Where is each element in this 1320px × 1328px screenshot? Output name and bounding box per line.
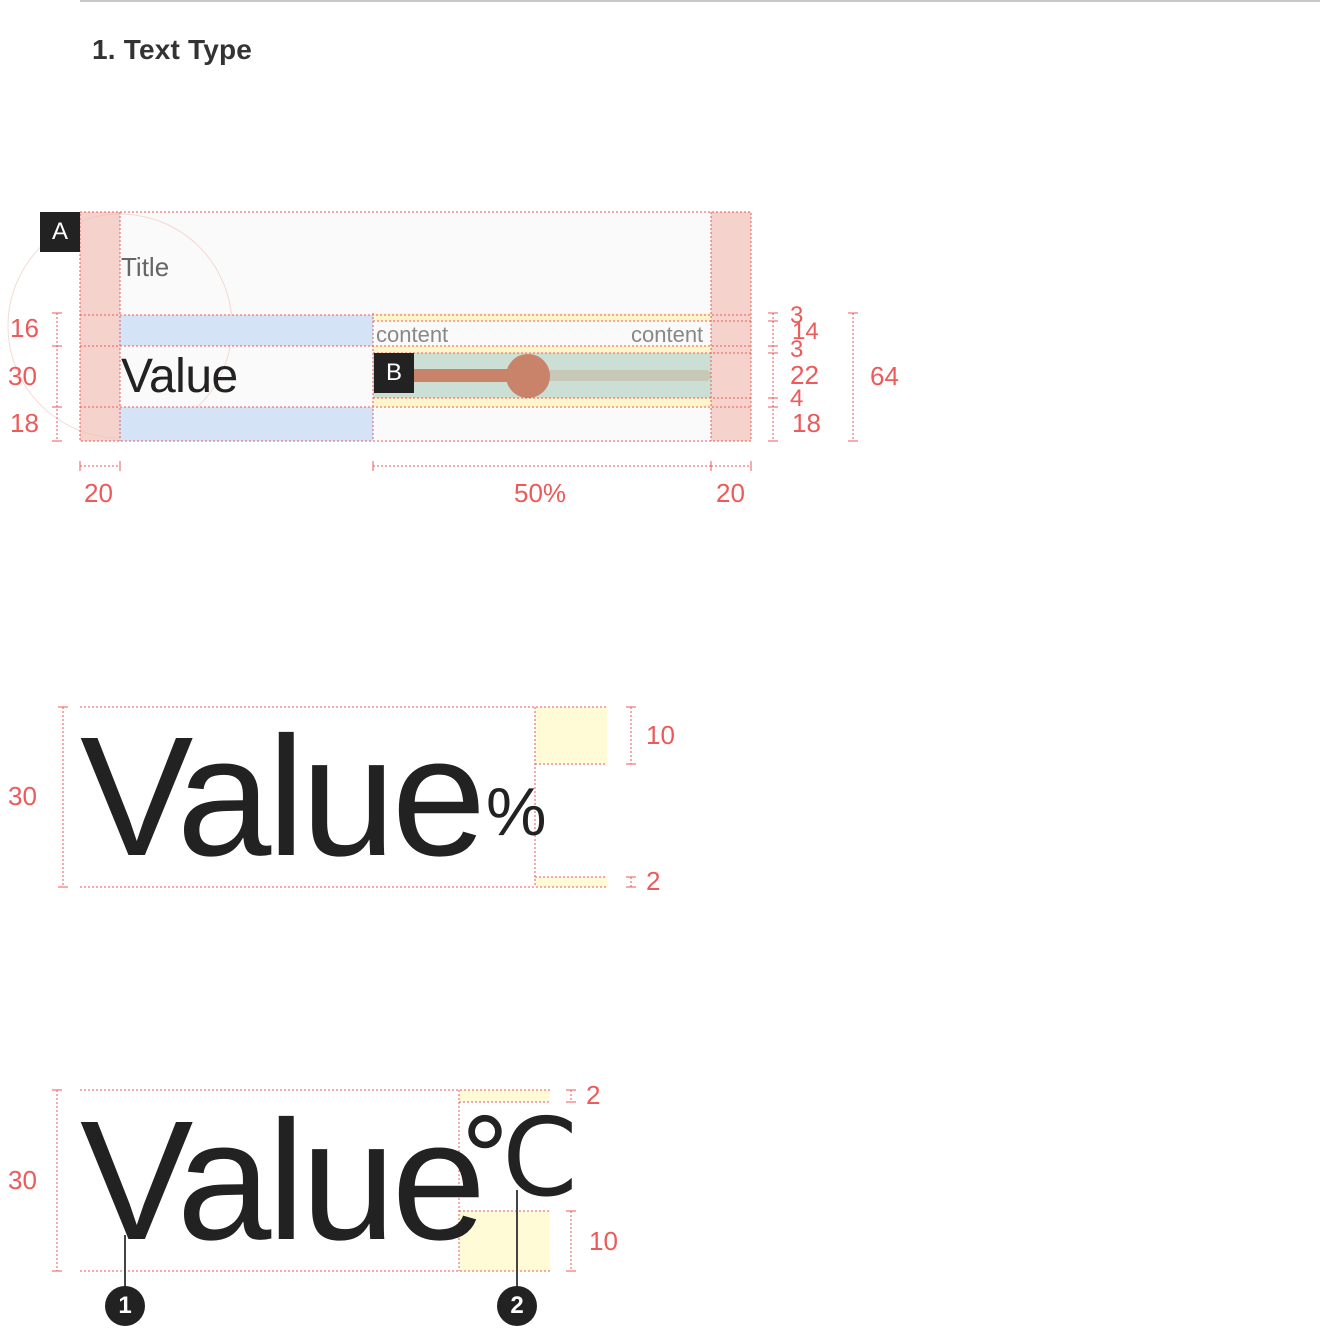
callout-2: 2 [497,1286,537,1326]
celsius-value: Value [80,1086,486,1276]
dim-right-1: 3 [790,302,804,329]
percent-bottom-gap [535,877,607,887]
celsius-dim-bottom: 10 [589,1226,618,1256]
value-top-padding [120,315,373,346]
section-heading: 1. Text Type [92,34,253,65]
slider-top-gap [373,346,711,353]
left-margin-zone [80,212,120,441]
dim-right-6: 18 [792,408,821,438]
dim-left-middle: 30 [8,361,37,391]
dim-bottom-middle: 50% [514,478,567,508]
top-divider [80,0,1320,2]
percent-dim-top: 10 [646,720,675,750]
slider-active-track [400,369,528,382]
badge-b: B [374,353,414,393]
dim-right-3: 3 [790,336,804,363]
dim-left-bottom: 18 [10,408,39,438]
percent-unit: % [486,774,547,850]
slider-thumb [506,354,550,398]
badge-a: A [40,212,80,252]
dim-left-top: 16 [10,313,39,343]
percent-value: Value [80,702,486,892]
celsius-unit: ℃ [458,1097,580,1218]
percent-top-gap [535,707,607,764]
callout-1: 1 [105,1286,145,1326]
slider-bottom-gap [373,398,711,407]
dim-right-5: 4 [790,385,804,412]
value-bottom-padding [120,407,373,441]
celsius-dim-height: 30 [8,1165,37,1195]
dim-right-4: 22 [790,360,819,390]
dim-total: 64 [870,361,899,391]
percent-dim-bottom: 2 [646,866,661,896]
right-margin-zone [711,212,751,441]
celsius-dim-top: 2 [586,1080,601,1110]
content-label-right: content [631,322,704,347]
card-title: Title [121,252,170,282]
content-label-left: content [376,322,449,347]
dim-bottom-left: 20 [84,478,113,508]
card-value: Value [121,350,238,403]
dim-right-2: 14 [792,318,819,345]
dim-bottom-right: 20 [716,478,745,508]
content-top-gap [373,313,711,321]
percent-dim-height: 30 [8,781,37,811]
section-a-guides [7,211,858,471]
